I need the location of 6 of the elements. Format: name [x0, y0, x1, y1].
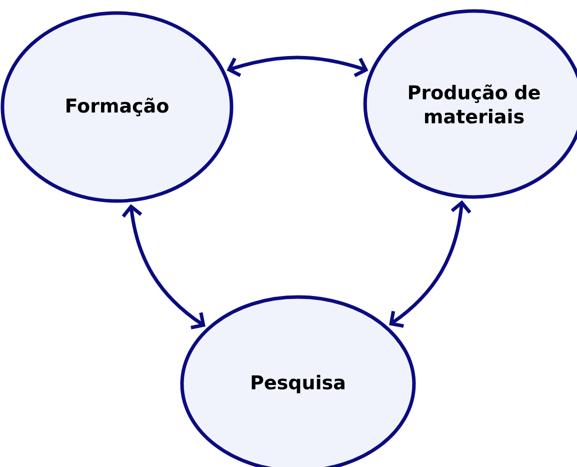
double-arrow [226, 56, 368, 78]
double-arrow [122, 204, 206, 330]
ellipse-node: Pesquisa [180, 295, 416, 467]
ellipse-node: Formação [0, 11, 234, 203]
ellipse-node: Produção de materiais [363, 9, 577, 199]
double-arrow [389, 200, 472, 328]
